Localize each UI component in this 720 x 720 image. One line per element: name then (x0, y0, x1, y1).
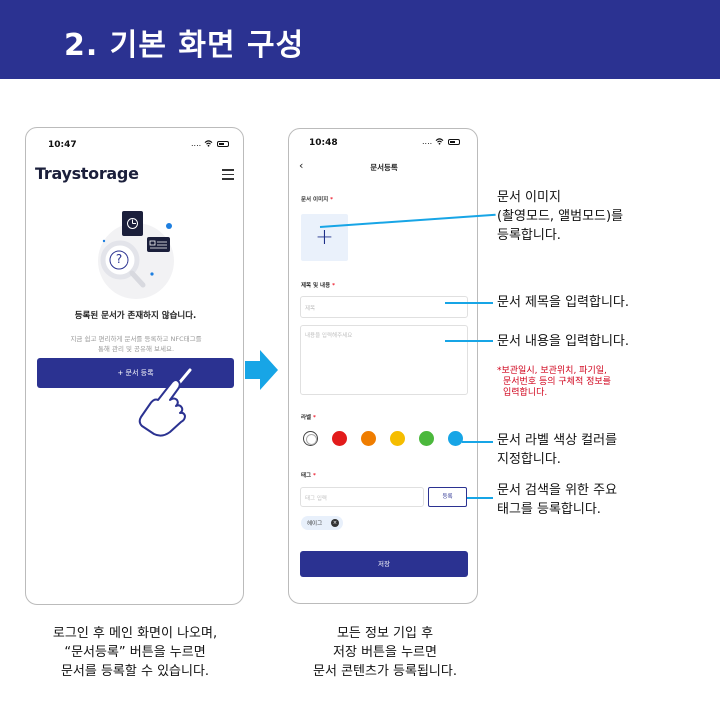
required-mark: * (332, 283, 335, 289)
required-mark: * (313, 415, 316, 421)
annotation-line: 문서 이미지 (497, 190, 561, 205)
add-image-button[interactable]: + (301, 214, 348, 261)
page-title: 2. 기본 화면 구성 (64, 28, 305, 63)
hand-pointer-icon (138, 368, 192, 437)
save-button[interactable]: 저장 (300, 551, 468, 577)
caption-line: “문서등록” 버튼을 누르면 (64, 645, 206, 660)
tag-section-label-text: 태그 (301, 473, 312, 479)
empty-state-illustration (98, 211, 174, 299)
plus-icon: + (315, 225, 334, 250)
title-input[interactable]: 제목 (300, 296, 468, 318)
title-banner: 2. 기본 화면 구성 (0, 0, 720, 79)
annotation-note: *보관일시, 보관위치, 파기일, 문서번호 등의 구체적 정보를 입력합니다. (497, 366, 611, 399)
caption-line: 문서 콘텐츠가 등록됩니다. (313, 664, 457, 679)
label-color-swatch[interactable] (303, 431, 318, 446)
home-screen-mockup: 10:47 .... Traystorage ? 등록된 문서가 존재하지 않습… (25, 127, 244, 605)
menu-icon[interactable] (222, 169, 234, 180)
callout-line-label (462, 441, 493, 443)
tag-input[interactable]: 태그 입력 (300, 487, 424, 507)
label-color-swatch[interactable] (448, 431, 463, 446)
content-placeholder: 내용을 입력해주세요 (305, 333, 353, 339)
empty-state-description-line: 지금 쉽고 편리하게 문서를 등록하고 NFC태그를 (70, 335, 202, 343)
caption-line: 문서를 등록할 수 있습니다. (60, 664, 210, 679)
close-icon[interactable]: × (331, 519, 339, 527)
annotation-title: 문서 제목을 입력합니다. (497, 295, 629, 310)
tag-placeholder: 태그 입력 (305, 496, 327, 502)
callout-line-title (445, 302, 493, 304)
battery-icon (448, 138, 461, 145)
caption-line: 로그인 후 메인 화면이 나오며, (52, 626, 218, 641)
image-section-label-text: 문서 이미지 (301, 197, 329, 203)
label-color-swatch[interactable] (390, 431, 405, 446)
caption-right: 모든 정보 기입 후 저장 버튼을 누르면 문서 콘텐츠가 등록됩니다. (280, 624, 490, 681)
wifi-icon (435, 138, 444, 145)
annotation-line: 등록합니다. (497, 228, 561, 243)
empty-state-question-badge: ? (115, 252, 123, 266)
content-textarea[interactable]: 내용을 입력해주세요 (300, 325, 468, 395)
empty-state-description: 지금 쉽고 편리하게 문서를 등록하고 NFC태그를 통해 관리 및 공유해 보… (41, 334, 231, 354)
tag-section-label: 태그 * (301, 471, 316, 479)
required-mark: * (313, 473, 316, 479)
annotation-label: 문서 라벨 색상 컬러를 지정합니다. (497, 431, 617, 469)
empty-state-title: 등록된 문서가 존재하지 않습니다. (74, 311, 197, 321)
annotation-content: 문서 내용을 입력합니다. (497, 334, 629, 349)
tag-chip-label: 헤이그 (307, 521, 323, 527)
status-time: 10:48 (309, 138, 338, 148)
title-placeholder: 제목 (305, 306, 316, 312)
label-section-label-text: 라벨 (301, 415, 312, 421)
annotation-line: 문서 라벨 색상 컬러를 (497, 433, 618, 448)
caption-line: 저장 버튼을 누르면 (333, 645, 437, 660)
caption-left: 로그인 후 메인 화면이 나오며, “문서등록” 버튼을 누르면 문서를 등록할… (20, 624, 250, 681)
status-time: 10:47 (48, 140, 77, 150)
title-section-label-text: 제목 및 내용 (301, 283, 331, 289)
screen-title: 문서등록 (370, 163, 398, 172)
label-color-swatch[interactable] (419, 431, 434, 446)
caption-line: 모든 정보 기입 후 (336, 626, 434, 641)
status-icons: .... (191, 139, 230, 148)
empty-state-description-line: 통해 관리 및 공유해 보세요. (97, 345, 175, 353)
label-section-label: 라벨 * (301, 413, 316, 421)
tag-chip: 헤이그 × (301, 516, 343, 530)
back-button[interactable]: ‹ (299, 159, 304, 172)
annotation-line: (촬영모드, 앨범모드)를 (497, 209, 624, 224)
label-color-swatch[interactable] (332, 431, 347, 446)
annotation-line: 태그를 등록합니다. (497, 502, 601, 517)
annotation-note-line: 입력합니다. (503, 388, 548, 398)
image-section-label: 문서 이미지 * (301, 195, 333, 203)
callout-line-content (445, 340, 493, 342)
signal-indicator: .... (191, 139, 202, 148)
app-logo: Traystorage (35, 164, 139, 183)
annotation-tag: 문서 검색을 위한 주요 태그를 등록합니다. (497, 481, 617, 519)
status-icons: .... (422, 137, 461, 146)
signal-indicator: .... (422, 137, 433, 146)
arrow-right-icon (245, 350, 278, 390)
tag-register-button[interactable]: 등록 (428, 487, 467, 507)
register-screen-mockup: 10:48 .... ‹ 문서등록 문서 이미지 * + 제목 및 내용 * 제… (288, 128, 478, 604)
battery-icon (217, 140, 230, 147)
add-document-button[interactable]: + 문서 등록 (37, 358, 234, 388)
annotation-line: 문서 검색을 위한 주요 (497, 483, 618, 498)
callout-line-tag (467, 497, 493, 499)
wifi-icon (204, 140, 213, 147)
annotation-line: 지정합니다. (497, 452, 561, 467)
title-section-label: 제목 및 내용 * (301, 281, 335, 289)
required-mark: * (330, 197, 334, 203)
annotation-note-line: *보관일시, 보관위치, 파기일, (497, 366, 607, 376)
annotation-note-line: 문서번호 등의 구체적 정보를 (503, 377, 611, 387)
annotation-image: 문서 이미지 (촬영모드, 앨범모드)를 등록합니다. (497, 188, 623, 245)
label-color-swatch[interactable] (361, 431, 376, 446)
